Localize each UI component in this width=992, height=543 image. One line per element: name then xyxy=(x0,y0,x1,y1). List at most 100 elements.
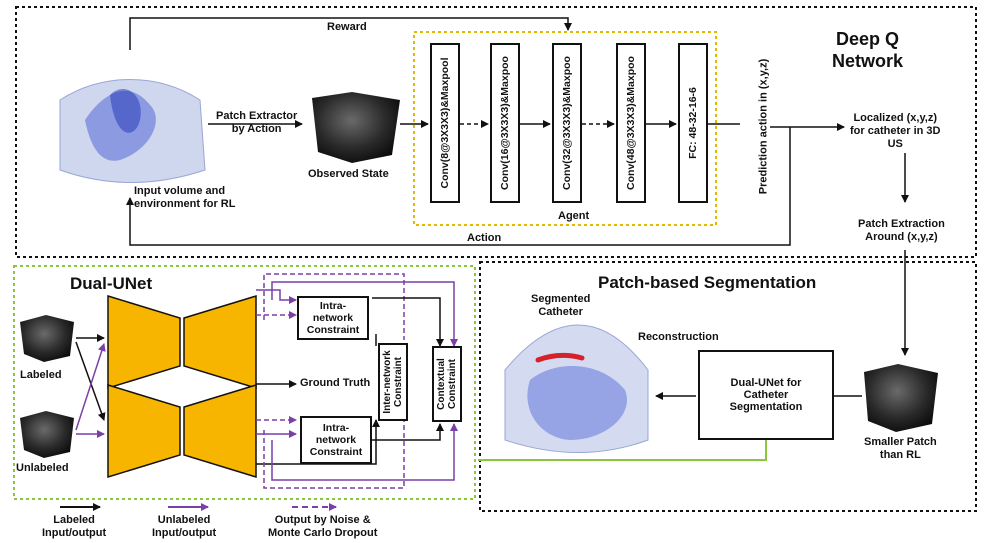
dual-unet-section-border xyxy=(13,265,476,500)
segmented-line2: Catheter xyxy=(538,306,583,318)
action-arrow xyxy=(126,127,791,246)
arrow-labeled-bottom xyxy=(75,341,106,421)
localized-line2: for catheter in 3D xyxy=(850,125,941,137)
layer-fc-box: FC: 48-32-16-6 xyxy=(678,43,708,203)
layer-conv32-box: Conv(32@3X3X3)&Maxpoo xyxy=(552,43,582,203)
dqn-title-line2: Network xyxy=(832,51,904,71)
unet-top xyxy=(107,294,257,390)
layer-fc-text: FC: 48-32-16-6 xyxy=(687,87,699,159)
smaller-patch-line1: Smaller Patch xyxy=(864,436,937,448)
localized-line3: US xyxy=(887,138,903,150)
legend-dropout-line1: Output by Noise & xyxy=(274,514,371,526)
dashed-top-loop xyxy=(263,273,405,340)
legend-labeled-line2: Input/output xyxy=(42,527,107,539)
segmentation-title: Patch-based Segmentation xyxy=(598,273,817,292)
input-volume-label: Input volume and environment for RL xyxy=(134,185,235,211)
layer-conv16-text: Conv(16@3X3X3)&Maxpoo xyxy=(499,56,511,190)
legend-labeled-line1: Labeled xyxy=(53,514,95,526)
dual-unet-seg-line3: Segmentation xyxy=(729,401,803,413)
legend-unlabeled-line1: Unlabeled xyxy=(157,514,211,526)
observed-state-label: Observed State xyxy=(308,168,389,180)
input-volume-line2: environment for RL xyxy=(134,198,236,210)
intra-bottom-line3: Constraint xyxy=(309,446,363,458)
legend-dropout-line2: Monte Carlo Dropout xyxy=(268,527,378,539)
patch-extractor-label: Patch Extractor by Action xyxy=(216,110,297,136)
action-label: Action xyxy=(467,232,502,244)
layer-conv8-box: Conv(8@3X3X3)&Maxpool xyxy=(430,43,460,203)
catheter-mark xyxy=(535,352,585,363)
segmented-catheter-label: Segmented Catheter xyxy=(531,293,590,319)
legend-labeled-label: Labeled Input/output xyxy=(42,514,106,540)
patch-extraction-label: Patch Extraction Around (x,y,z) xyxy=(858,218,945,244)
dashed-bottom-loop xyxy=(263,420,405,489)
dqn-section-border xyxy=(15,6,977,258)
dual-unet-seg-line1: Dual-UNet for xyxy=(730,377,802,389)
agent-label: Agent xyxy=(558,210,590,222)
patch-extraction-line1: Patch Extraction xyxy=(858,218,945,230)
reconstruction-label: Reconstruction xyxy=(638,331,719,343)
intra-bottom-line1: Intra- xyxy=(322,422,350,434)
prediction-label: Prediction action in (x,y,z) xyxy=(757,58,770,195)
dual-unet-title: Dual-UNet xyxy=(70,274,153,293)
observed-state-cube xyxy=(312,92,400,163)
unlabeled-cube xyxy=(20,411,74,458)
arrow-top-to-contextual xyxy=(271,281,458,347)
arrow-bottom-to-inter xyxy=(256,419,380,465)
localized-label: Localized (x,y,z) for catheter in 3D US xyxy=(850,112,940,151)
labeled-label: Labeled xyxy=(20,369,62,381)
contextual-line2: Constraint xyxy=(447,359,458,410)
intra-network-top-box: Intra- network Constraint xyxy=(297,296,369,340)
layer-conv16-box: Conv(16@3X3X3)&Maxpoo xyxy=(490,43,520,203)
reward-arrow xyxy=(129,17,572,50)
legend-unlabeled-line2: Input/output xyxy=(152,527,217,539)
intra-top-line1: Intra- xyxy=(319,300,347,312)
legend-unlabeled-label: Unlabeled Input/output xyxy=(152,514,216,540)
reward-label: Reward xyxy=(327,21,367,33)
arrow-bottom-to-contextual xyxy=(271,423,458,481)
arrow-bottom-labeled-contextual xyxy=(372,423,444,441)
unlabeled-label: Unlabeled xyxy=(16,462,69,474)
intra-top-line3: Constraint xyxy=(306,324,360,336)
intra-top-line2: network xyxy=(312,312,354,324)
dqn-title-line1: Deep Q xyxy=(835,29,900,49)
segmented-line1: Segmented xyxy=(531,293,591,305)
inter-network-box: Inter-network Constraint xyxy=(378,343,408,421)
green-link-to-dual-unet xyxy=(478,440,767,461)
intra-bottom-line2: network xyxy=(315,434,357,446)
input-volume-image xyxy=(59,79,206,183)
arrow-top-labeled-contextual xyxy=(372,297,444,347)
layer-conv32-text: Conv(32@3X3X3)&Maxpoo xyxy=(561,56,573,190)
contextual-line1: Contextual xyxy=(436,358,447,410)
inter-network-line1: Inter-network xyxy=(382,350,393,414)
inter-network-line2: Constraint xyxy=(393,357,404,407)
contextual-box: Contextual Constraint xyxy=(432,346,462,422)
ground-truth-label: Ground Truth xyxy=(300,377,371,389)
arrow-top-unlabeled-intra xyxy=(256,289,297,304)
segmentation-section-border xyxy=(479,261,977,512)
unet-bottom xyxy=(107,383,257,479)
legend-dropout-label: Output by Noise & Monte Carlo Dropout xyxy=(268,514,377,540)
layer-conv48-box: Conv(48@3X3X3)&Maxpoo xyxy=(616,43,646,203)
patch-extractor-line2: by Action xyxy=(231,123,282,135)
smaller-patch-line2: than RL xyxy=(879,449,921,461)
segmented-volume-image xyxy=(504,324,649,453)
patch-extraction-line2: Around (x,y,z) xyxy=(865,231,938,243)
dual-unet-segmentation-box: Dual-UNet for Catheter Segmentation xyxy=(698,350,834,440)
smaller-patch-cube xyxy=(864,364,938,432)
layer-conv8-text: Conv(8@3X3X3)&Maxpool xyxy=(439,57,451,189)
arrow-unlabeled-top xyxy=(75,343,106,431)
dqn-title: Deep Q Network xyxy=(832,28,903,72)
inter-network-text: Inter-network Constraint xyxy=(382,350,404,413)
contextual-text: Contextual Constraint xyxy=(436,358,458,410)
localized-line1: Localized (x,y,z) xyxy=(853,112,937,124)
smaller-patch-label: Smaller Patch than RL xyxy=(864,436,937,462)
patch-extractor-line1: Patch Extractor xyxy=(216,110,298,122)
intra-network-bottom-box: Intra- network Constraint xyxy=(300,416,372,464)
input-volume-line1: Input volume and xyxy=(134,185,226,197)
dual-unet-seg-line2: Catheter xyxy=(743,389,789,401)
labeled-cube xyxy=(20,315,74,362)
agent-border xyxy=(413,31,717,226)
layer-conv48-text: Conv(48@3X3X3)&Maxpoo xyxy=(625,56,637,190)
